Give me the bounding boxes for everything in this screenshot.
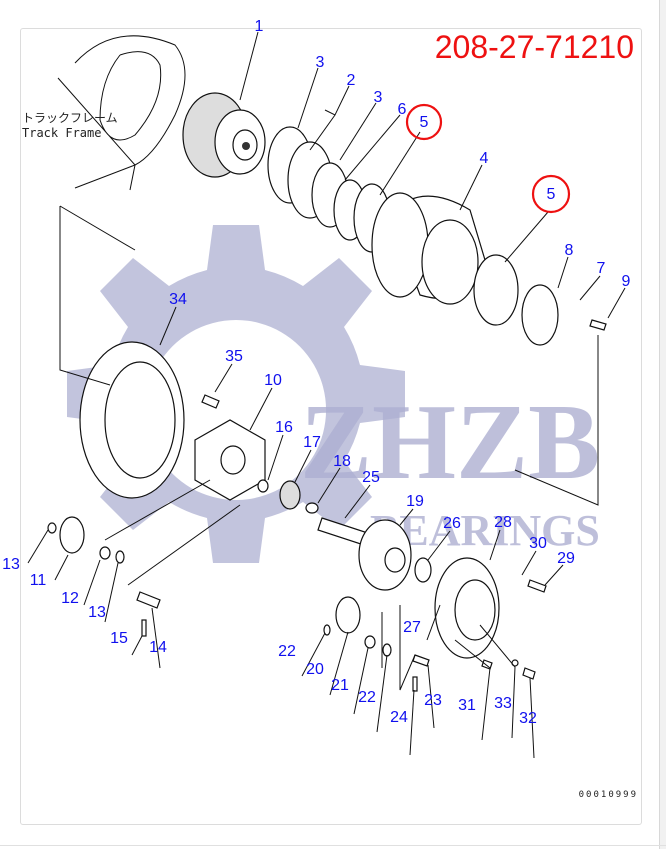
callout-label[interactable]: 12	[61, 590, 79, 607]
callout-label[interactable]: 20	[306, 661, 324, 678]
bolt-9	[589, 319, 607, 331]
callout-label[interactable]: 27	[403, 619, 421, 636]
callout-label[interactable]: 34	[169, 291, 187, 308]
highlight-circle	[531, 174, 571, 214]
scrollbar[interactable]	[659, 0, 666, 849]
track-frame-label-en: Track Frame	[22, 126, 101, 140]
gear-17	[279, 480, 301, 510]
callout-label[interactable]: 7	[597, 260, 606, 277]
highlight-circle	[405, 103, 443, 141]
gear-11	[59, 516, 85, 554]
sprocket-hub	[371, 192, 486, 305]
ring-26	[414, 557, 432, 583]
callout-label[interactable]: 15	[110, 630, 128, 647]
bearing-5	[473, 254, 519, 326]
callout-label[interactable]: 3	[316, 54, 325, 71]
callout-label[interactable]: 11	[30, 572, 47, 589]
bolt-35	[201, 394, 220, 409]
callout-label[interactable]: 4	[480, 150, 489, 167]
divider	[0, 845, 666, 846]
pin-15	[141, 619, 147, 637]
callout-label[interactable]: 14	[149, 639, 167, 656]
callout-label[interactable]: 8	[565, 242, 574, 259]
callout-label[interactable]: 5	[420, 114, 429, 131]
callout-label[interactable]: 16	[275, 419, 293, 436]
callout-label[interactable]: 25	[362, 469, 380, 486]
callout-label[interactable]: 30	[529, 535, 547, 552]
callout-label[interactable]: 9	[622, 273, 631, 290]
callout-label[interactable]: 5	[547, 186, 556, 203]
part-16	[257, 479, 269, 493]
part-number: 208-27-71210	[435, 29, 634, 65]
drawing-code: 00010999	[579, 790, 638, 800]
callout-label[interactable]: 22	[278, 643, 296, 660]
shaft-23	[412, 654, 430, 667]
callout-label[interactable]: 33	[494, 695, 512, 712]
seal-rings	[267, 126, 391, 253]
callout-label[interactable]: 24	[390, 709, 408, 726]
callout-label[interactable]: 19	[406, 493, 424, 510]
callout-label[interactable]: 32	[519, 710, 537, 727]
track-frame-label-jp: トラックフレーム	[22, 111, 118, 125]
callout-label[interactable]: 23	[424, 692, 442, 709]
callouts: 1 2 3 3 6 5 4 5 8 7 9 34 35 10 16 17 18 …	[2, 18, 630, 727]
callout-label[interactable]: 28	[494, 514, 512, 531]
callout-label[interactable]: 3	[374, 89, 383, 106]
callout-label[interactable]: 1	[255, 18, 264, 35]
callout-label[interactable]: 31	[458, 697, 476, 714]
callout-label[interactable]: 26	[443, 515, 461, 532]
leader-lines	[27, 31, 626, 759]
final-drive-motor	[182, 92, 266, 178]
callout-label[interactable]: 29	[557, 550, 575, 567]
callout-label[interactable]: 13	[2, 556, 20, 573]
track-frame	[57, 35, 186, 191]
watermark-brand: ZHZB	[300, 383, 600, 502]
callout-label[interactable]: 13	[88, 604, 106, 621]
callout-label[interactable]: 21	[331, 677, 349, 694]
callout-label[interactable]: 17	[303, 434, 321, 451]
gear-20	[335, 596, 361, 634]
callout-label[interactable]: 10	[264, 372, 282, 389]
washer-18	[305, 502, 319, 514]
shaft-14	[136, 591, 161, 609]
floating-seal-8	[521, 284, 559, 346]
callout-label[interactable]: 22	[358, 689, 376, 706]
callout-label[interactable]: 2	[347, 72, 356, 89]
callout-label[interactable]: 6	[398, 101, 407, 118]
bolt-29	[527, 579, 547, 593]
sprocket-34	[79, 341, 185, 499]
callout-label[interactable]: 18	[333, 453, 351, 470]
callout-label[interactable]: 35	[225, 348, 243, 365]
pin-24	[412, 676, 418, 692]
carrier-19	[358, 519, 412, 591]
